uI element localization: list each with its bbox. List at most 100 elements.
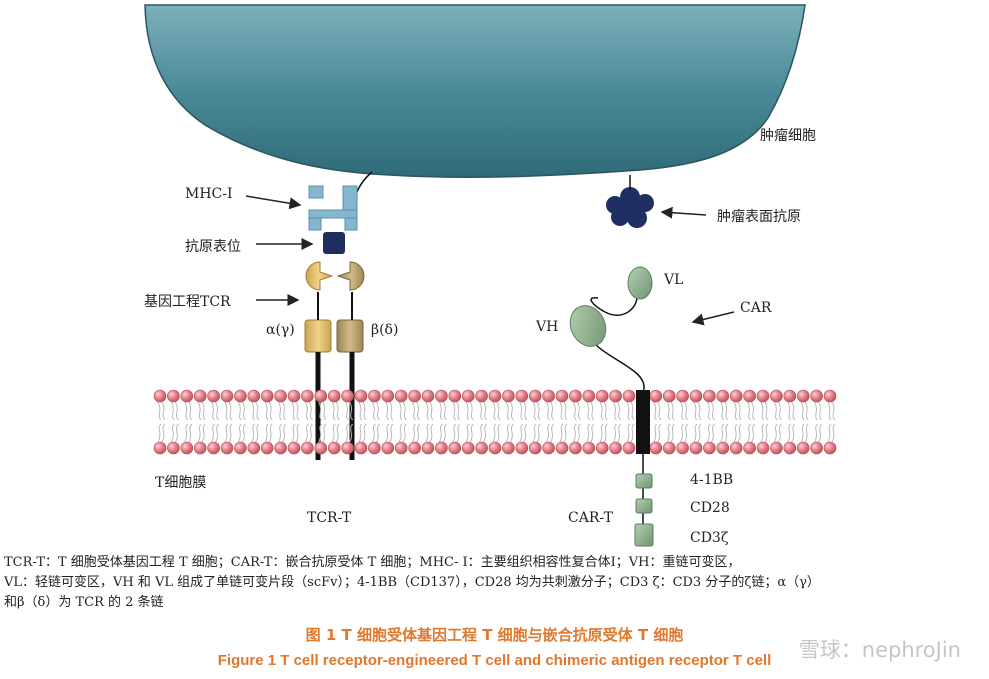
lipid-head: [743, 441, 756, 455]
lipid-head: [153, 389, 167, 403]
annotation-arrows: [245, 195, 735, 326]
lipid-tails: [157, 401, 836, 443]
label-alpha-chain: α(γ): [266, 322, 295, 338]
tcr-alpha-chain: [304, 261, 334, 460]
lipid-head: [595, 441, 609, 455]
lipid-head: [408, 389, 421, 403]
lipid-head: [475, 441, 488, 455]
lipid-head: [394, 389, 408, 403]
lipid-head: [488, 389, 502, 403]
lipid-head: [368, 441, 381, 455]
lipid-head: [394, 441, 408, 455]
lipid-head: [823, 441, 837, 455]
lipid-head: [247, 389, 261, 403]
watermark: 雪球：nephroJin: [798, 638, 961, 662]
lipid-head: [381, 441, 395, 455]
lipid-head: [368, 389, 381, 403]
label-cd28: CD28: [690, 500, 730, 516]
label-mhc-i: MHC-I: [185, 186, 233, 202]
lipid-head: [528, 441, 542, 455]
lipid-head: [435, 389, 448, 403]
lipid-head: [301, 441, 314, 455]
lipid-head: [354, 389, 368, 403]
lipid-head: [676, 441, 689, 455]
domain-cd3z: [634, 523, 654, 547]
lipid-head: [381, 389, 395, 403]
tcr-beta-chain: [336, 261, 365, 460]
lipid-head: [729, 389, 743, 403]
lipid-head: [341, 389, 354, 403]
lipid-head: [207, 441, 220, 455]
lipid-head: [220, 389, 234, 403]
lipid-head: [689, 389, 703, 403]
lipid-head: [488, 441, 502, 455]
lipid-head: [287, 389, 301, 403]
lipid-head: [180, 441, 194, 455]
lipid-head: [609, 389, 622, 403]
lipid-head: [569, 389, 582, 403]
label-cd3z: CD3ζ: [690, 530, 729, 546]
lipid-head: [756, 441, 770, 455]
lipid-head: [542, 441, 555, 455]
vh-domain: [569, 305, 607, 347]
legend-line: 和β（δ）为 TCR 的 2 条链: [4, 595, 164, 610]
lipid-head: [327, 389, 341, 403]
label-tcr-t: TCR-T: [307, 510, 352, 526]
label-engineered-tcr: 基因工程TCR: [144, 294, 231, 310]
lipid-head: [314, 389, 328, 403]
lipid-head: [408, 441, 421, 455]
lipid-head: [662, 389, 676, 403]
lipid-head: [502, 441, 515, 455]
lipid-head: [555, 441, 569, 455]
lipid-head: [354, 441, 368, 455]
lipid-head: [716, 389, 730, 403]
caption-english: Figure 1 T cell receptor-engineered T ce…: [217, 652, 772, 669]
label-tumor-cell: 肿瘤细胞: [760, 128, 816, 144]
lipid-head: [622, 389, 636, 403]
lipid-head: [595, 389, 609, 403]
legend-line: VL：轻链可变区，VH 和 VL 组成了单链可变片段（scFv）；4-1BB（C…: [4, 575, 820, 590]
label-epitope: 抗原表位: [185, 239, 241, 255]
lipid-head: [676, 389, 689, 403]
lipid-head: [314, 441, 328, 455]
label-tumor-antigen: 肿瘤表面抗原: [717, 209, 801, 225]
tumor-antigen-blob: [606, 187, 654, 228]
lipid-head: [180, 389, 194, 403]
lipid-head: [689, 441, 703, 455]
lipid-head: [515, 441, 529, 455]
lipid-head: [649, 441, 663, 455]
label-vl: VL: [664, 272, 684, 288]
lipid-head: [756, 389, 770, 403]
label-car: CAR: [740, 300, 772, 316]
label-t-cell-membrane: T细胞膜: [155, 475, 207, 491]
t-cell-membrane: [153, 389, 837, 455]
lipid-head: [622, 441, 636, 455]
lipid-head: [167, 389, 180, 403]
lipid-head: [783, 441, 797, 455]
domain-4-1bb: [635, 473, 653, 489]
lipid-head: [796, 389, 810, 403]
lipid-head: [260, 441, 274, 455]
lipid-head: [461, 441, 475, 455]
lipid-head: [421, 389, 435, 403]
lipid-head: [770, 389, 783, 403]
lipid-head: [555, 389, 569, 403]
lipid-head: [542, 389, 555, 403]
lipid-head: [301, 389, 314, 403]
legend-line: TCR-T：T 细胞受体基因工程 T 细胞；CAR-T：嵌合抗原受体 T 细胞；…: [4, 555, 741, 570]
lipid-head: [260, 389, 274, 403]
car-intracellular: [634, 390, 654, 547]
label-car-t: CAR-T: [568, 510, 613, 526]
domain-cd28: [635, 498, 653, 514]
car-receptor: [569, 266, 653, 393]
lipid-head: [207, 389, 220, 403]
figure-legend: TCR-T：T 细胞受体基因工程 T 细胞；CAR-T：嵌合抗原受体 T 细胞；…: [4, 553, 984, 613]
lipid-head: [193, 389, 207, 403]
lipid-head: [448, 389, 462, 403]
vl-domain: [627, 266, 653, 300]
lipid-head: [274, 389, 287, 403]
lipid-head: [327, 441, 341, 455]
lipid-head: [234, 441, 247, 455]
lipid-head: [287, 441, 301, 455]
lipid-head: [193, 441, 207, 455]
